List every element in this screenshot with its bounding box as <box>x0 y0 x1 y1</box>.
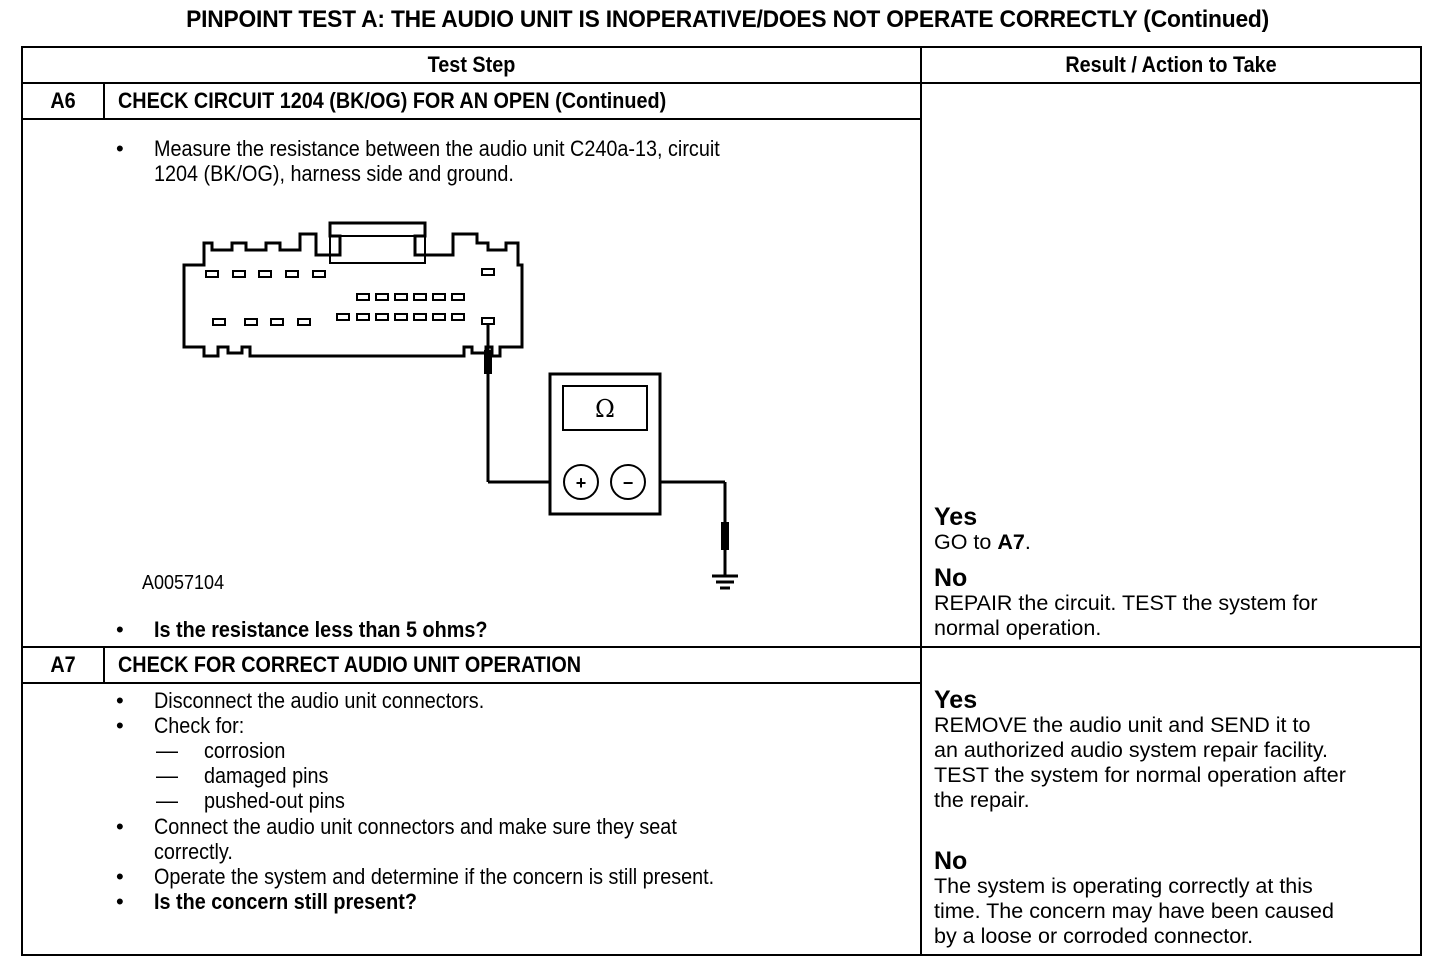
dash: — <box>156 738 178 763</box>
instruction-line: Operate the system and determine if the … <box>154 864 715 889</box>
instruction-line: Connect the audio unit connectors and ma… <box>154 814 677 839</box>
yes-action-line: REMOVE the audio unit and SEND it to <box>934 713 1311 737</box>
ground-icon <box>712 574 738 590</box>
instruction-line: 1204 (BK/OG), harness side and ground. <box>154 161 514 186</box>
bullet: • <box>116 864 124 889</box>
no-action-line: normal operation. <box>934 616 1102 640</box>
step-title-a6: CHECK CIRCUIT 1204 (BK/OG) FOR AN OPEN (… <box>118 88 667 113</box>
yes-action-line: an authorized audio system repair facili… <box>934 738 1328 762</box>
sub-item: damaged pins <box>204 763 329 788</box>
sub-item: pushed-out pins <box>204 788 345 813</box>
no-label: No <box>934 847 968 875</box>
probe-tip <box>721 522 729 550</box>
page-title: PINPOINT TEST A: THE AUDIO UNIT IS INOPE… <box>186 6 1270 33</box>
yes-action-prefix: GO to <box>934 530 998 554</box>
step-id-a6: A6 <box>50 88 76 113</box>
yes-label: Yes <box>934 503 978 531</box>
result-no-a7: No The system is operating correctly at … <box>934 848 1334 949</box>
result-yes-a7: Yes REMOVE the audio unit and SEND it to… <box>934 687 1346 813</box>
bullet: • <box>116 136 124 161</box>
bullet: • <box>116 688 124 713</box>
bullet: • <box>116 889 124 914</box>
bullet: • <box>116 814 124 839</box>
divider <box>21 646 1422 648</box>
plus-terminal <box>563 464 599 500</box>
plus-sign: + <box>576 473 587 493</box>
yes-action-line: the repair. <box>934 788 1030 812</box>
yes-label: Yes <box>934 686 978 714</box>
yes-action-line: TEST the system for normal operation aft… <box>934 763 1346 787</box>
instruction-line: correctly. <box>154 839 233 864</box>
dash: — <box>156 763 178 788</box>
figure-id: A0057104 <box>142 572 225 594</box>
divider <box>103 82 105 119</box>
yes-action-suffix: . <box>1024 530 1031 554</box>
divider <box>21 82 1422 84</box>
no-label: No <box>934 564 968 592</box>
bullet: • <box>116 617 124 642</box>
no-action-line: The system is operating correctly at thi… <box>934 874 1313 898</box>
ohmmeter-icon: Ω + − <box>548 372 662 516</box>
no-action-line: by a loose or corroded connector. <box>934 924 1254 948</box>
step-question: Is the resistance less than 5 ohms? <box>154 617 488 642</box>
dash: — <box>156 788 178 813</box>
divider <box>103 646 105 683</box>
step-question: Is the concern still present? <box>154 889 417 914</box>
goto-step-link[interactable]: A7 <box>997 530 1025 554</box>
connector-measurement-diagram: Ω + − <box>182 221 738 590</box>
divider <box>21 682 921 684</box>
instruction-line: Check for: <box>154 713 245 738</box>
probe-tip <box>484 350 492 374</box>
connector-icon <box>182 221 524 358</box>
no-action-line: time. The concern may have been caused <box>934 899 1334 923</box>
bullet: • <box>116 713 124 738</box>
divider <box>21 118 921 120</box>
step-id-a7: A7 <box>50 652 76 677</box>
ohm-symbol: Ω <box>595 395 615 423</box>
minus-sign: − <box>623 473 634 493</box>
result-no-a6: No REPAIR the circuit. TEST the system f… <box>934 565 1318 641</box>
connector-pins <box>205 268 495 326</box>
column-header-result-action: Result / Action to Take <box>1065 52 1277 77</box>
result-yes-a6: Yes GO to A7. <box>934 504 1031 555</box>
pinpoint-test-table <box>21 46 1422 956</box>
no-action-line: REPAIR the circuit. TEST the system for <box>934 591 1318 615</box>
sub-item: corrosion <box>204 738 286 763</box>
instruction-line: Disconnect the audio unit connectors. <box>154 688 485 713</box>
column-header-test-step: Test Step <box>427 52 516 77</box>
step-title-a7: CHECK FOR CORRECT AUDIO UNIT OPERATION <box>118 652 582 677</box>
divider <box>920 46 922 956</box>
minus-terminal <box>610 464 646 500</box>
instruction-line: Measure the resistance between the audio… <box>154 136 720 161</box>
